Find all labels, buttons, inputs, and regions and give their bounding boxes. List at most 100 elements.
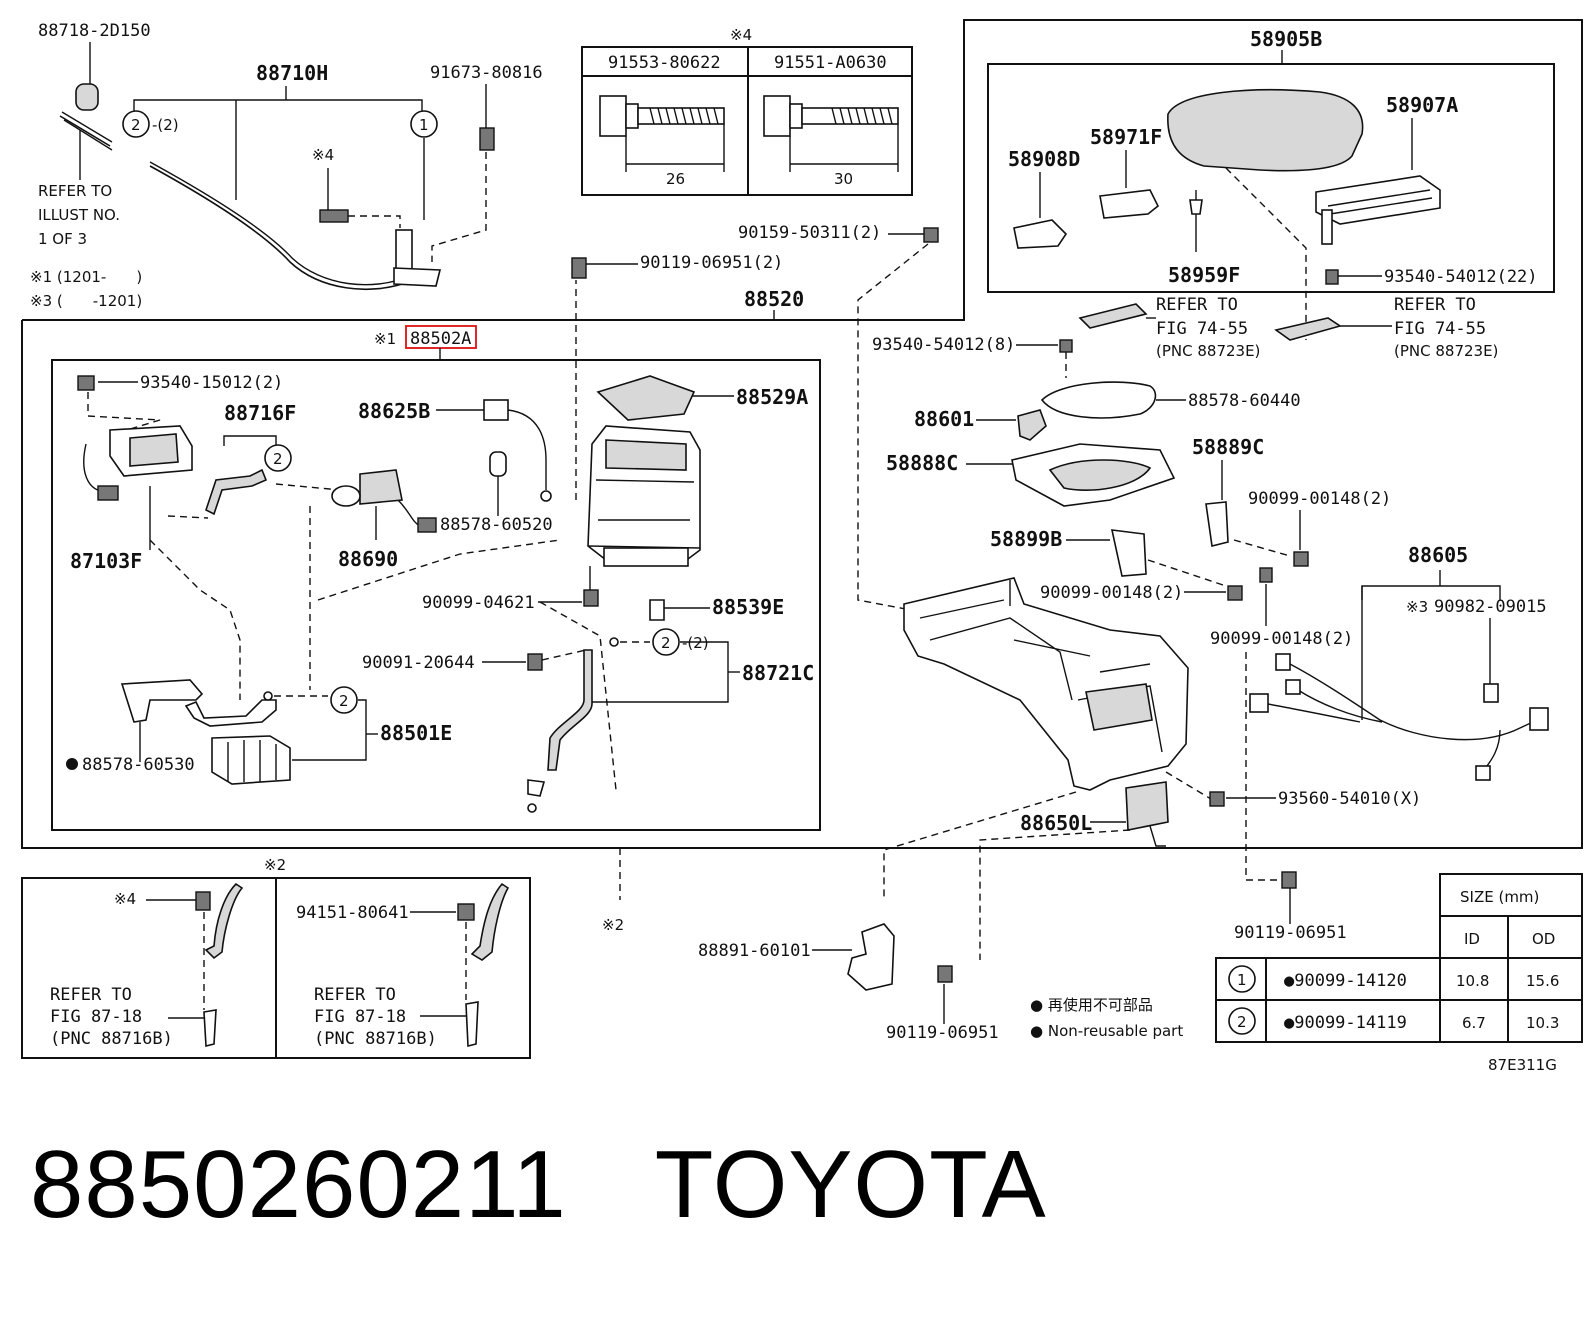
mat-88529A-icon [596, 375, 696, 421]
dim-30: 30 [834, 170, 853, 188]
screw-90119-top-icon [571, 257, 587, 279]
label-58908D: 58908D [1008, 147, 1080, 171]
label-88601: 88601 [914, 407, 974, 431]
label-90119-top: 90119-06951(2) [640, 253, 783, 273]
hose-inset-right-icon [470, 882, 510, 961]
mark2-below: ※2 [602, 916, 624, 934]
screw-90099-04621-icon [583, 589, 599, 607]
label-90159: 90159-50311(2) [738, 223, 881, 243]
bracket-58899B-icon [1110, 529, 1147, 577]
label-90982: 90982-09015 [1434, 597, 1547, 617]
note-refer-fig87a-2: FIG 87-18 [50, 1007, 142, 1027]
note-refer-fig87b-1: REFER TO [314, 985, 396, 1005]
label-88578-60520: 88578-60520 [440, 515, 553, 535]
note-refer-fig87a-1: REFER TO [50, 985, 132, 1005]
size-col-od: OD [1532, 930, 1555, 948]
note-refer-illust-1: REFER TO [38, 182, 112, 200]
bracket-58889C-icon [1205, 501, 1229, 547]
note-refer-fig74a-1: REFER TO [1156, 295, 1238, 315]
mark4-inset: ※4 [114, 890, 136, 908]
label-91551: 91551-A0630 [774, 53, 887, 73]
label-58971F: 58971F [1090, 125, 1162, 149]
label-88529A: 88529A [736, 385, 808, 409]
label-90099-00148-a: 90099-00148(2) [1248, 489, 1391, 509]
dim-26: 26 [666, 170, 685, 188]
label-90099-04621: 90099-04621 [422, 593, 535, 613]
highlight-88502A [405, 325, 477, 349]
label-58899B: 58899B [990, 527, 1062, 551]
screw-90119-bottom-icon [937, 965, 953, 983]
hose-88721C-icon [547, 649, 593, 771]
grommet-88718-icon [75, 83, 99, 111]
legend-non-reusable-en: ● Non-reusable part [1030, 1022, 1183, 1040]
note-refer-fig74b-2: FIG 74-55 [1394, 319, 1486, 339]
size-row1-mark: 1 [1237, 971, 1247, 989]
size-row1-part: ●90099-14120 [1284, 971, 1407, 991]
label-93540-54012-22: 93540-54012(22) [1384, 267, 1538, 287]
screw-93540-15012-icon [77, 375, 95, 391]
label-88539E: 88539E [712, 595, 784, 619]
size-row2-part: ●90099-14119 [1284, 1013, 1407, 1033]
ecu-88650L-icon [1125, 781, 1169, 831]
size-row2-id: 6.7 [1462, 1014, 1486, 1032]
latch-58971F-icon [1099, 189, 1160, 219]
size-table-header: SIZE (mm) [1460, 888, 1539, 906]
cup-holder-88520-icon [587, 425, 701, 567]
hose-88716F-icon [205, 468, 268, 516]
note-refer-fig74b-1: REFER TO [1394, 295, 1476, 315]
label-90091-20644: 90091-20644 [362, 653, 475, 673]
label-91553: 91553-80622 [608, 53, 721, 73]
size-row2-od: 10.3 [1526, 1014, 1559, 1032]
screw-90099-00148-b-icon [1227, 585, 1243, 601]
console-body-88520-icon [903, 577, 1189, 791]
label-88502A: 88502A [410, 329, 471, 349]
callout-2-88501E: 2 [339, 692, 349, 710]
note-range-3: ※3 ( -1201) [30, 292, 142, 310]
relay-87103F-icon [83, 425, 193, 501]
label-88710H: 88710H [256, 61, 328, 85]
size-table: SIZE (mm) ID OD 1 ●90099-14120 10.8 15.6… [1215, 873, 1583, 1043]
label-88650L: 88650L [1020, 811, 1092, 835]
label-88690: 88690 [338, 547, 398, 571]
qty-2-top: -(2) [152, 116, 179, 134]
bolt-91673-icon [479, 127, 495, 151]
label-58889C: 58889C [1192, 435, 1264, 459]
size-row1-id: 10.8 [1456, 972, 1489, 990]
label-93540-15012: 93540-15012(2) [140, 373, 283, 393]
inner-left-frame [51, 359, 821, 831]
footer-brand: TOYOTA [654, 1131, 1047, 1238]
label-90119-right: 90119-06951 [1234, 923, 1347, 943]
label-93560-54010: 93560-54010(X) [1278, 789, 1421, 809]
label-88625B: 88625B [358, 399, 430, 423]
main-frame [21, 19, 1583, 849]
screw-90099-00148-a-icon [1293, 551, 1309, 567]
legend-non-reusable-jp: ● 再使用不可部品 [1030, 996, 1153, 1014]
label-58888C: 58888C [886, 451, 958, 475]
label-58959F: 58959F [1168, 263, 1240, 287]
size-col-id: ID [1464, 930, 1480, 948]
nut-94151-icon [457, 903, 475, 921]
note-refer-fig87b-2: FIG 87-18 [314, 1007, 406, 1027]
label-93540-54012-8: 93540-54012(8) [872, 335, 1015, 355]
latch-58908D-icon [1013, 219, 1068, 249]
label-88891: 88891-60101 [698, 941, 811, 961]
size-row1-od: 15.6 [1526, 972, 1559, 990]
note-refer-fig74a-3: (PNC 88723E) [1156, 342, 1260, 360]
label-90099-00148-b: 90099-00148(2) [1040, 583, 1183, 603]
mark4-bolt-table: ※4 [730, 26, 752, 44]
note-refer-fig87b-3: (PNC 88716B) [314, 1029, 437, 1049]
callout-2-top: 2 [131, 116, 141, 134]
label-88578-60440: 88578-60440 [1188, 391, 1301, 411]
note-refer-fig74a-2: FIG 74-55 [1156, 319, 1248, 339]
callout-2-88716F: 2 [273, 450, 283, 468]
screw-93540-54012-8-icon [1059, 339, 1073, 353]
pad-fig74b-icon [1274, 317, 1342, 341]
label-90119-bottom: 90119-06951 [886, 1023, 999, 1043]
mark3-90982: ※3 [1406, 598, 1428, 616]
label-91673: 91673-80816 [430, 63, 543, 83]
armrest-lid-icon [1167, 89, 1364, 172]
screw-93540-54012-22-icon [1325, 269, 1339, 285]
harness-88605-icon [1249, 653, 1549, 781]
